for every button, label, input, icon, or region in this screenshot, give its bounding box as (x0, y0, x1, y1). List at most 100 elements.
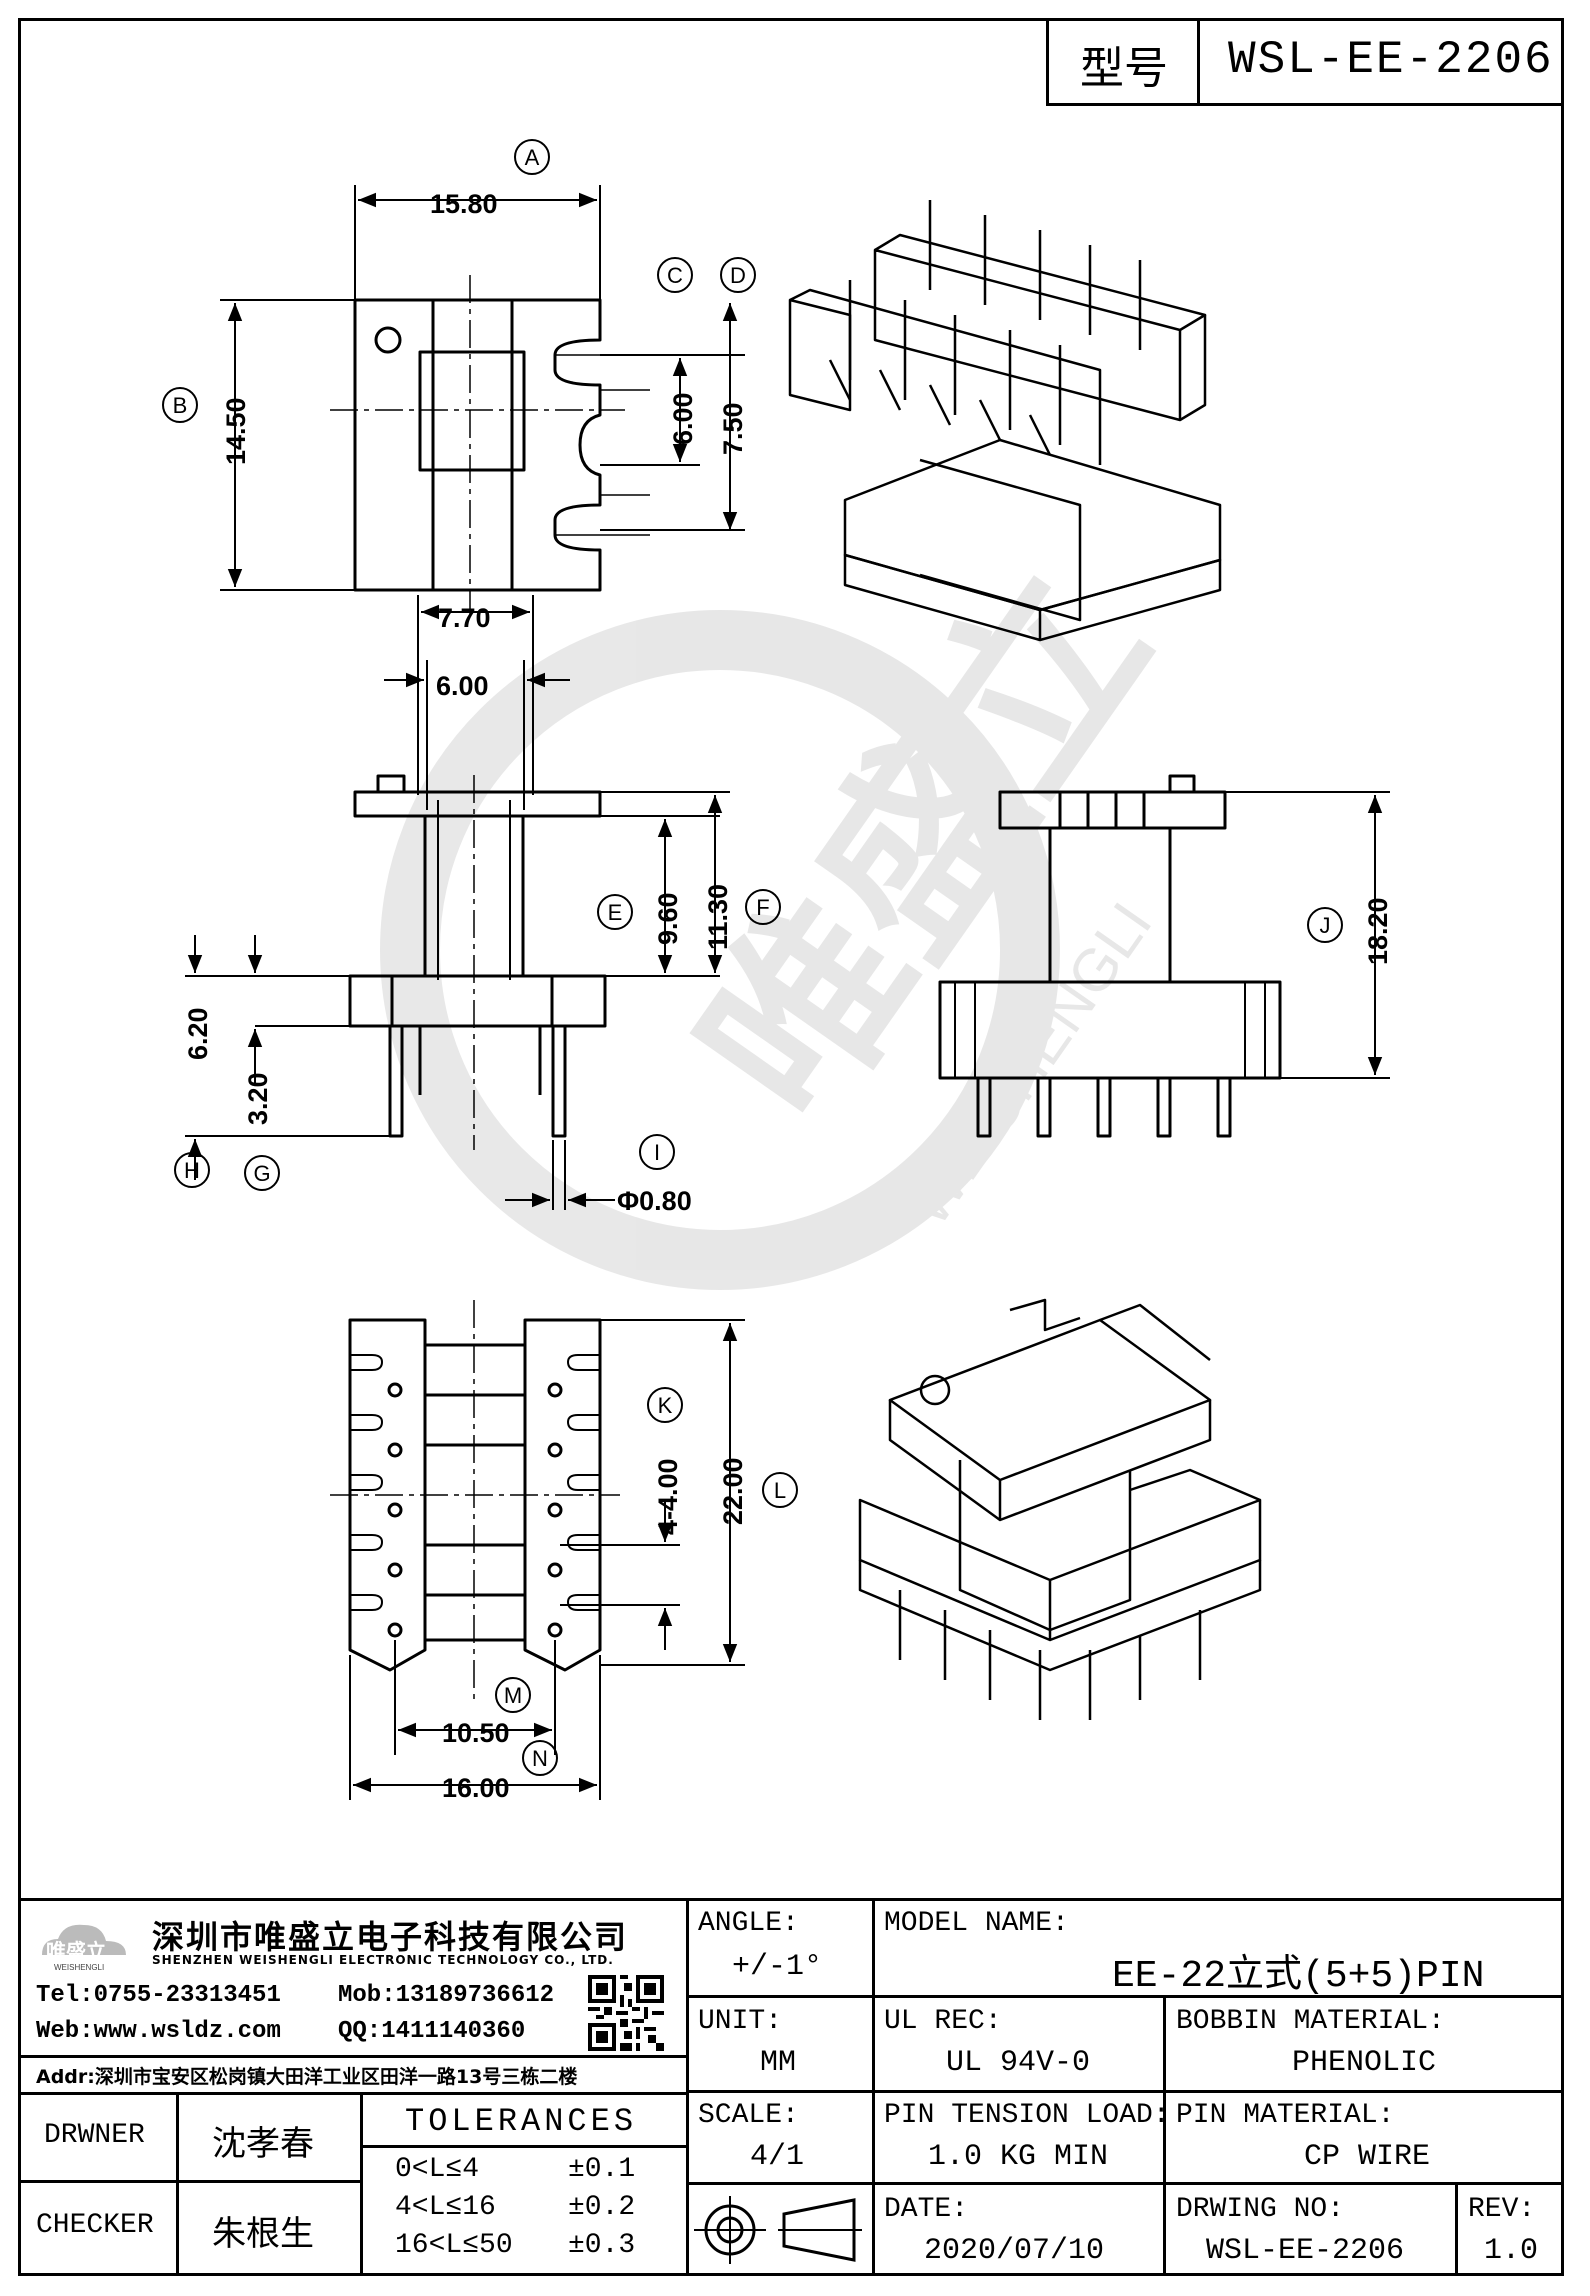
watermark: 唯盛立 WEISHENGLI (380, 535, 1187, 1290)
scale-value: 4/1 (750, 2140, 805, 2174)
tol-row-2-val: ±0.2 (568, 2192, 636, 2223)
drawer-row-line (18, 2180, 363, 2183)
pinmat-value: CP WIRE (1304, 2140, 1431, 2174)
grid-h1 (686, 1995, 1564, 1998)
dim-w2-value: 6.00 (436, 671, 489, 701)
grid-h2 (686, 2090, 1564, 2093)
logo-cn: 唯盛立 (46, 1939, 106, 1963)
dim-n-value: 16.00 (442, 1773, 510, 1803)
tension-label: PIN TENSION LOAD: (884, 2100, 1170, 2131)
drawing-frame (18, 18, 1564, 2276)
date-value: 2020/07/10 (924, 2234, 1105, 2268)
dim-h-value: 6.20 (183, 1007, 213, 1060)
tol-row-3-range: 16<L≤50 (395, 2230, 513, 2261)
label-L: L (774, 1478, 786, 1503)
dim-i-value: Φ0.80 (617, 1186, 692, 1216)
scale-label: SCALE: (698, 2100, 799, 2131)
label-I: I (654, 1140, 660, 1165)
dim-e-value: 9.60 (653, 892, 683, 945)
dim-d-value: 7.50 (718, 402, 748, 455)
label-N: N (532, 1746, 548, 1771)
dim-l-value: 22.00 (718, 1457, 748, 1525)
logo-en: WEISHENGLI (54, 1963, 104, 1971)
angle-value: +/-1° (732, 1950, 823, 1984)
label-H: H (184, 1158, 200, 1183)
top-view (330, 275, 650, 615)
date-label: DATE: (884, 2194, 969, 2225)
qr-code (588, 1975, 664, 2051)
dim-c-value: 6.00 (668, 392, 698, 445)
label-M: M (504, 1683, 522, 1708)
company-logo: 唯盛立 WEISHENGLI (36, 1915, 136, 1972)
dim-j-value: 18.20 (1363, 897, 1393, 965)
company-web: Web:www.wsldz.com (36, 2018, 281, 2045)
company-tel: Tel:0755-23313451 (36, 1982, 281, 2009)
drwno-value: WSL-EE-2206 (1206, 2234, 1405, 2268)
bobbin-label: BOBBIN MATERIAL: (1176, 2006, 1445, 2037)
iso-view-top (788, 200, 1222, 642)
unit-value: MM (760, 2046, 797, 2080)
iso-view-bottom (858, 1298, 1262, 1720)
projection-symbol (692, 2190, 868, 2270)
checker-value: 朱根生 (212, 2214, 314, 2254)
label-K: K (658, 1393, 673, 1418)
side-view (938, 774, 1282, 1138)
grid-v3 (1163, 1995, 1166, 2276)
drawer-label: DRWNER (44, 2120, 145, 2151)
dim-m-value: 10.50 (442, 1718, 510, 1748)
unit-label: UNIT: (698, 2006, 783, 2037)
drwno-label: DRWING NO: (1176, 2194, 1345, 2225)
pinmat-label: PIN MATERIAL: (1176, 2100, 1395, 2131)
company-addr: Addr:深圳市宝安区松岗镇大田洋工业区田洋一路13号三栋二楼 (36, 2066, 578, 2088)
grid-v4 (1455, 2182, 1458, 2276)
rev-label: REV: (1468, 2194, 1536, 2225)
company-mob: Mob:13189736612 (338, 1982, 555, 2009)
addr-divider (18, 2055, 686, 2058)
dim-b-value: 14.50 (221, 397, 251, 465)
label-B: B (173, 393, 188, 418)
model-header-box (1046, 18, 1564, 106)
ul-value: UL 94V-0 (946, 2046, 1091, 2080)
model-header-value: WSL-EE-2206 (1228, 34, 1554, 86)
model-header-label: 型号 (1080, 43, 1168, 94)
company-name-en: SHENZHEN WEISHENGLI ELECTRONIC TECHNOLOG… (152, 1953, 614, 1967)
tol-row-3-val: ±0.3 (568, 2230, 636, 2261)
dim-f-value: 11.30 (703, 884, 733, 950)
grid-v2 (872, 1898, 875, 2276)
drawer-value: 沈孝春 (212, 2124, 314, 2164)
drawer-col-line-2 (360, 2092, 363, 2276)
tol-row-1-val: ±0.1 (568, 2154, 636, 2185)
grid-h3 (686, 2182, 1564, 2185)
label-E: E (608, 900, 623, 925)
front-view (348, 774, 607, 1150)
label-A: A (525, 145, 540, 170)
company-bottom-line (18, 2092, 686, 2095)
label-F: F (756, 895, 769, 920)
rev-value: 1.0 (1484, 2234, 1539, 2268)
company-name-cn: 深圳市唯盛立电子科技有限公司 (152, 1918, 629, 1956)
label-G: G (253, 1161, 270, 1186)
bobbin-value: PHENOLIC (1292, 2046, 1437, 2080)
dim-a-value: 15.80 (430, 189, 498, 219)
grid-v1 (686, 1898, 689, 2276)
label-J: J (1320, 913, 1331, 938)
titleblock-top-line (18, 1898, 1564, 1901)
label-D: D (730, 263, 746, 288)
tol-title: TOLERANCES (405, 2103, 638, 2140)
checker-label: CHECKER (36, 2210, 154, 2241)
tol-row-1-range: 0<L≤4 (395, 2154, 480, 2185)
ul-label: UL REC: (884, 2006, 1002, 2037)
bottom-view (330, 1300, 620, 1700)
dim-w1-value: 7.70 (438, 603, 491, 633)
drawer-col-line (176, 2092, 179, 2276)
dim-k-value: 4-4.00 (653, 1458, 683, 1535)
model-name-value: EE-22立式(5+5)PIN (1112, 1955, 1485, 1998)
tol-title-line (360, 2145, 686, 2148)
tol-row-2-range: 4<L≤16 (395, 2192, 496, 2223)
technical-drawing: 唯盛立 WEISHENGLI (162, 139, 1393, 1803)
angle-label: ANGLE: (698, 1908, 799, 1939)
model-header-divider (1197, 18, 1200, 106)
dim-g-value: 3.20 (243, 1072, 273, 1125)
tension-value: 1.0 KG MIN (928, 2140, 1109, 2174)
model-name-label: MODEL NAME: (884, 1908, 1069, 1939)
